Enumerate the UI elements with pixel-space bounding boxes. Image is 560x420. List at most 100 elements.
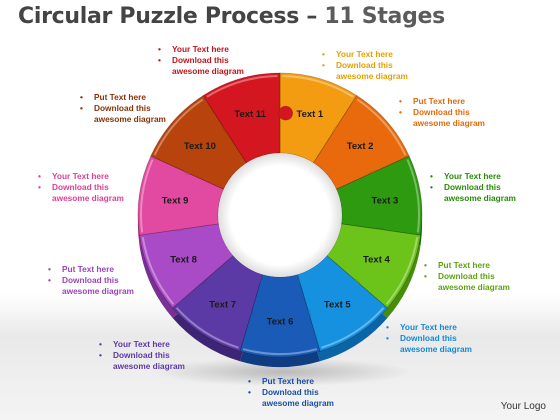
ring-shadow bbox=[152, 358, 412, 386]
bullet-icon: • bbox=[158, 55, 161, 65]
callout-text: Your Text here bbox=[400, 322, 457, 332]
callout-text: Put Text here bbox=[413, 96, 465, 106]
callout-text: Download this bbox=[52, 182, 109, 192]
segment-label-11: Text 11 bbox=[234, 109, 266, 120]
callout-text: Download this bbox=[94, 103, 151, 113]
callout-text: awesome diagram bbox=[172, 66, 244, 76]
callout-text: awesome diagram bbox=[438, 282, 510, 292]
callout-line: •Your Text here bbox=[154, 44, 244, 55]
callout-line: awesome diagram bbox=[382, 344, 472, 355]
callout-text: Your Text here bbox=[172, 44, 229, 54]
bullet-icon: • bbox=[48, 275, 51, 285]
callout-text: Download this bbox=[400, 333, 457, 343]
bullet-icon: • bbox=[322, 60, 325, 70]
callout-text: awesome diagram bbox=[262, 398, 334, 408]
callout-line: • Download this bbox=[420, 271, 510, 282]
segment-label-5: Text 5 bbox=[324, 300, 351, 311]
callout-line: •Download this bbox=[244, 387, 334, 398]
callout-text: Download this bbox=[336, 60, 393, 70]
segment-label-9: Text 9 bbox=[162, 195, 189, 206]
callout-line: •Your Text here bbox=[426, 171, 516, 182]
callout-text: Your Text here bbox=[336, 49, 393, 59]
bullet-icon: • bbox=[248, 376, 251, 386]
callout-text: Download this bbox=[172, 55, 229, 65]
callout-line: • Put Text here bbox=[420, 260, 510, 271]
callout-text: Download this bbox=[413, 107, 470, 117]
bullet-icon: • bbox=[99, 350, 102, 360]
callout-text: Download this bbox=[62, 275, 119, 285]
puzzle-knob-11 bbox=[278, 105, 293, 121]
callout-text: awesome diagram bbox=[336, 71, 408, 81]
bullet-icon: • bbox=[322, 49, 325, 59]
callout-line: awesome diagram bbox=[154, 66, 244, 77]
bullet-icon: • bbox=[424, 260, 427, 270]
callout-text: awesome diagram bbox=[52, 193, 124, 203]
callout-text: Put Text here bbox=[94, 92, 146, 102]
segment-label-6: Text 6 bbox=[267, 317, 294, 328]
bullet-icon: • bbox=[399, 107, 402, 117]
callout-text: Download this bbox=[438, 271, 495, 281]
callout-line: • Download this bbox=[318, 60, 408, 71]
callout-line: awesome diagram bbox=[318, 71, 408, 82]
page-title: Circular Puzzle Process – 11 Stages bbox=[18, 4, 445, 29]
callout-text: awesome diagram bbox=[113, 361, 185, 371]
callout-line: awesome diagram bbox=[244, 398, 334, 409]
callout-line: • Your Text here bbox=[95, 339, 185, 350]
bullet-icon: • bbox=[99, 339, 102, 349]
callout-line: • Put Text here bbox=[395, 96, 485, 107]
bullet-icon: • bbox=[386, 322, 389, 332]
callout-line: awesome diagram bbox=[426, 193, 516, 204]
callout-text: Your Text here bbox=[52, 171, 109, 181]
callout-text: awesome diagram bbox=[62, 286, 134, 296]
callout-text: awesome diagram bbox=[413, 118, 485, 128]
callout-line: • Download this bbox=[154, 55, 244, 66]
callout-line: awesome diagram bbox=[395, 118, 485, 129]
callout-line: •Put Text here bbox=[244, 376, 334, 387]
callout-text: Download this bbox=[113, 350, 170, 360]
callout-line: •Your Text here bbox=[34, 171, 124, 182]
segment-label-4: Text 4 bbox=[363, 255, 390, 266]
ring-center-hole bbox=[218, 153, 342, 277]
callout-line: •Download this bbox=[34, 182, 124, 193]
callout-line: awesome diagram bbox=[76, 114, 166, 125]
callout-text: awesome diagram bbox=[94, 114, 166, 124]
title-subtitle: 11 Stages bbox=[324, 4, 445, 29]
callout-line: • Download this bbox=[426, 182, 516, 193]
segment-label-7: Text 7 bbox=[209, 300, 236, 311]
bullet-icon: • bbox=[386, 333, 389, 343]
callout-line: awesome diagram bbox=[95, 361, 185, 372]
segment-label-8: Text 8 bbox=[170, 255, 197, 266]
callout-line: • Your Text here bbox=[318, 49, 408, 60]
callout-text: Download this bbox=[444, 182, 501, 192]
bullet-icon: • bbox=[80, 92, 83, 102]
bullet-icon: • bbox=[248, 387, 251, 397]
callout-text: Your Text here bbox=[113, 339, 170, 349]
callout-line: awesome diagram bbox=[44, 286, 134, 297]
callout-text: awesome diagram bbox=[444, 193, 516, 203]
callout-line: • Download this bbox=[44, 275, 134, 286]
bullet-icon: • bbox=[399, 96, 402, 106]
bullet-icon: • bbox=[424, 271, 427, 281]
callout-line: • Download this bbox=[76, 103, 166, 114]
bullet-icon: • bbox=[80, 103, 83, 113]
callout-line: • Download this bbox=[382, 333, 472, 344]
callout-line: •Put Text here bbox=[44, 264, 134, 275]
bullet-icon: • bbox=[430, 182, 433, 192]
title-main: Circular Puzzle Process bbox=[18, 4, 299, 29]
callout-line: awesome diagram bbox=[420, 282, 510, 293]
title-dash: – bbox=[306, 4, 318, 29]
callout-text: Put Text here bbox=[438, 260, 490, 270]
